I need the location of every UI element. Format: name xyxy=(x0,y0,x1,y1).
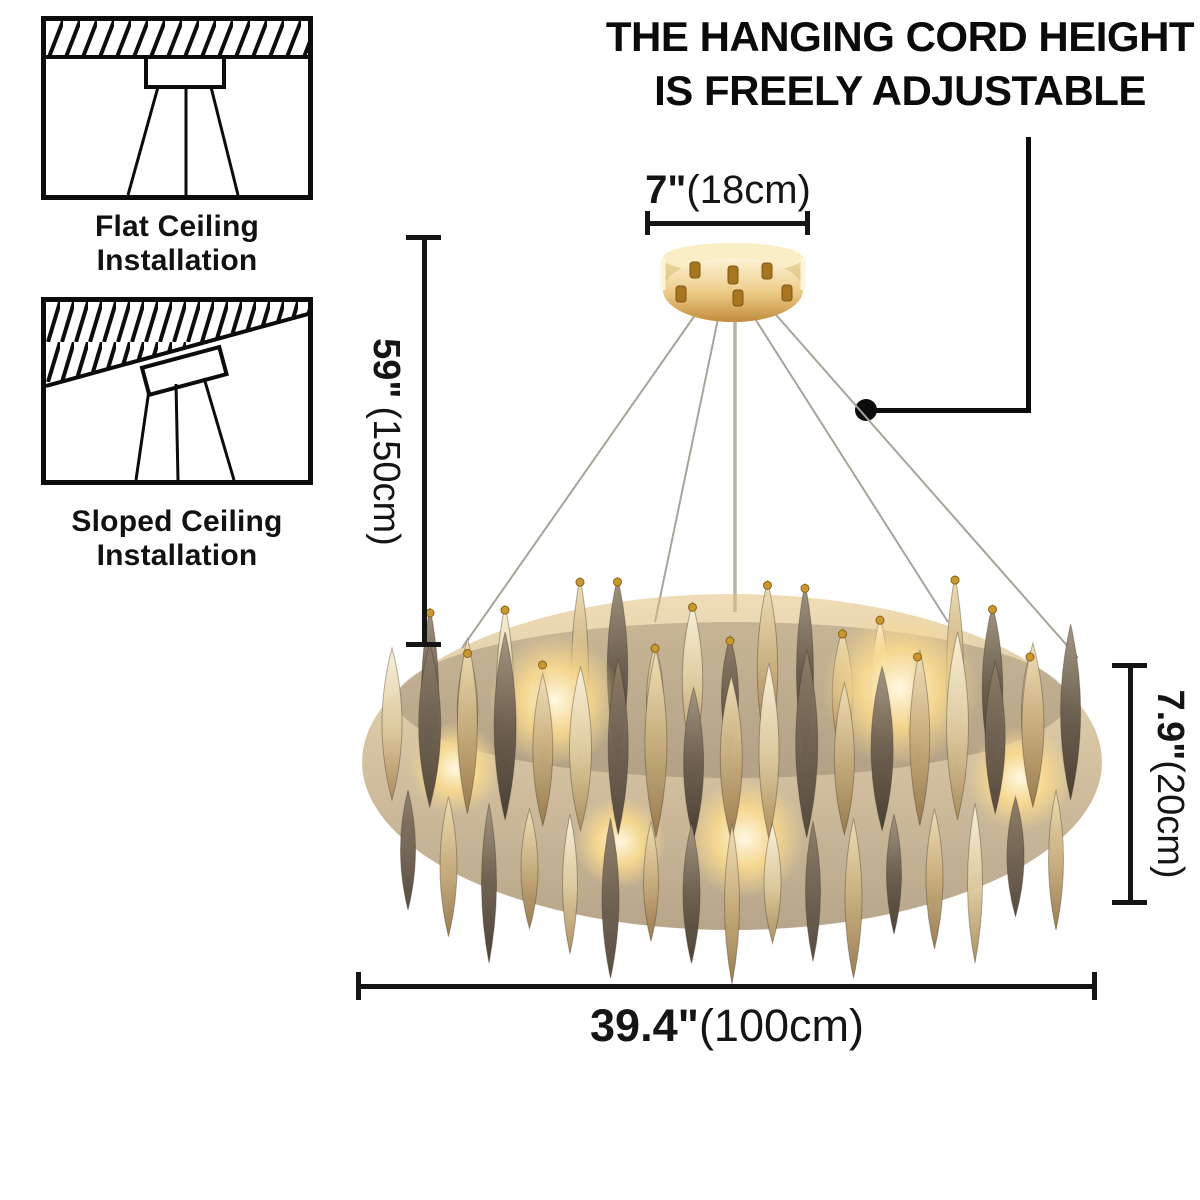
flat-ceiling-label: Flat Ceiling Installation xyxy=(27,210,327,278)
body-height-dim-cap-top xyxy=(1112,663,1147,668)
headline: THE HANGING CORD HEIGHT IS FREELY ADJUST… xyxy=(598,10,1200,118)
body-height-dim-cap-bottom xyxy=(1112,900,1147,905)
hanging-height-metric: (150cm) xyxy=(365,406,407,546)
ceiling-canopy xyxy=(660,243,806,322)
canopy-symbol xyxy=(139,344,229,398)
canopy-symbol xyxy=(144,55,226,89)
flat-ceiling-drawing xyxy=(46,21,308,195)
pointer-horizontal-line xyxy=(866,408,1031,413)
flat-ceiling-label-line1: Flat Ceiling xyxy=(94,210,260,243)
body-diameter-dim-line xyxy=(360,984,1094,989)
flat-ceiling-label-line2: Installation xyxy=(96,244,258,277)
chandelier-illustration xyxy=(362,243,1102,985)
headline-line1: THE HANGING CORD HEIGHT xyxy=(605,13,1195,60)
canopy-width-metric: (18cm) xyxy=(686,168,811,212)
sloped-ceiling-label-line1: Sloped Ceiling xyxy=(71,505,283,538)
canopy-width-dim-cap-right xyxy=(805,211,810,235)
sloped-ceiling-label: Sloped Ceiling Installation xyxy=(27,505,327,573)
body-height-dim-line xyxy=(1128,665,1133,903)
hanging-height-dim-cap-bottom xyxy=(406,642,441,647)
canopy-width-dim-line xyxy=(647,221,810,226)
sloped-ceiling-drawing xyxy=(46,302,308,480)
body-diameter-dim-cap-left xyxy=(356,972,361,1000)
sloped-ceiling-label-line2: Installation xyxy=(96,539,258,572)
body-height-imperial: 7.9" xyxy=(1149,689,1191,761)
ceiling-hatch xyxy=(46,21,308,57)
body-diameter-metric: (100cm) xyxy=(698,1000,864,1051)
cord-line xyxy=(202,377,236,480)
cord-line xyxy=(126,86,160,195)
cord-connectors xyxy=(675,261,793,307)
hanging-height-label: 59" (150cm) xyxy=(359,277,407,607)
pointer-vertical-line xyxy=(1026,137,1031,413)
flat-ceiling-diagram xyxy=(41,16,313,200)
body-height-metric: (20cm) xyxy=(1149,760,1191,879)
pointer-dot xyxy=(855,399,877,421)
body-height-label: 7.9"(20cm) xyxy=(1143,624,1191,944)
cord-line xyxy=(174,383,180,480)
canopy-width-dim-cap-left xyxy=(645,211,650,235)
crystal-ring-body xyxy=(362,575,1102,985)
canopy-width-label: 7"(18cm) xyxy=(588,168,868,213)
headline-line2: IS FREELY ADJUSTABLE xyxy=(654,67,1146,114)
cord-line xyxy=(209,86,240,195)
sloped-ceiling-hatch xyxy=(46,302,308,386)
hanging-height-imperial: 59" xyxy=(365,338,407,399)
canopy-width-imperial: 7" xyxy=(645,168,687,212)
body-diameter-imperial: 39.4" xyxy=(590,1000,699,1051)
body-diameter-label: 39.4"(100cm) xyxy=(477,1000,977,1052)
hanging-cords xyxy=(461,307,1079,659)
body-diameter-dim-cap-right xyxy=(1092,972,1097,1000)
hanging-height-dim-line xyxy=(422,237,427,645)
hanging-height-dim-cap-top xyxy=(406,235,441,240)
cord-line xyxy=(134,389,151,480)
sloped-ceiling-diagram xyxy=(41,297,313,485)
